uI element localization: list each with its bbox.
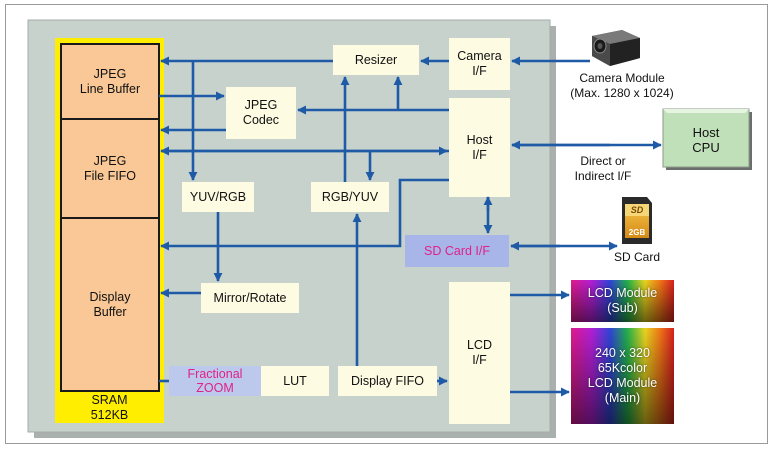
direct-indirect-label: Direct or Indirect I/F (574, 154, 632, 183)
lut-box (261, 366, 329, 396)
lcd-if-box (449, 282, 510, 424)
yuv-rgb-box (182, 182, 254, 212)
host-if-box (449, 98, 510, 197)
sd-card-if-label: SD Card I/F (424, 243, 490, 258)
camera-if-box (449, 38, 510, 90)
sd-card-icon (622, 197, 652, 244)
arrows (159, 56, 662, 397)
camera-if-label: Camera I/F (457, 49, 502, 78)
sd-card-label: SD Card (613, 250, 660, 264)
sd-brand-label: SD (630, 204, 644, 215)
display-buffer-label: Display Buffer (89, 289, 131, 319)
jpeg-codec-label: JPEG Codec (242, 98, 280, 127)
lcd-sub-label: LCD Module (Sub) (587, 286, 658, 315)
lcd-if-label: LCD I/F (466, 338, 492, 367)
sd-card-if-box (405, 235, 509, 267)
lut-label: LUT (283, 373, 307, 388)
resizer-box (333, 45, 419, 75)
fractional-zoom-label: Fractional ZOOM (187, 367, 243, 395)
host-cpu-box (662, 108, 750, 168)
display-fifo-box (338, 366, 437, 396)
jpeg-line-buffer-box (60, 43, 160, 120)
display-fifo-label: Display FIFO (351, 373, 424, 388)
display-buffer-box (60, 217, 160, 392)
host-if-label: Host I/F (466, 132, 493, 162)
lcd-main-shade (571, 328, 674, 424)
lcd-main-label: 240 x 320 65Kcolor LCD Module (Main) (587, 346, 658, 405)
jpeg-line-buffer-label: JPEG Line Buffer (79, 66, 141, 96)
host-cpu-label: Host CPU (692, 125, 720, 155)
rgb-yuv-box (311, 182, 389, 212)
camera-module-icon (592, 30, 640, 66)
sd-capacity-label: 2GB (628, 227, 646, 237)
mirror-rotate-label: Mirror/Rotate (213, 290, 287, 305)
resizer-label: Resizer (354, 52, 398, 67)
host-cpu-highlight (663, 109, 749, 113)
fractional-zoom-box (169, 366, 261, 396)
mirror-rotate-box (201, 283, 299, 313)
lcd-sub-shade (571, 280, 674, 322)
jpeg-file-fifo-box (60, 118, 160, 219)
yuv-rgb-label: YUV/RGB (189, 189, 247, 204)
sram-label: SRAM 512KB (90, 392, 129, 422)
camera-module-label: Camera Module (Max. 1280 x 1024) (570, 71, 674, 100)
jpeg-codec-box (226, 87, 296, 139)
rgb-yuv-label: RGB/YUV (321, 189, 379, 204)
jpeg-file-fifo-label: JPEG File FIFO (83, 153, 137, 183)
